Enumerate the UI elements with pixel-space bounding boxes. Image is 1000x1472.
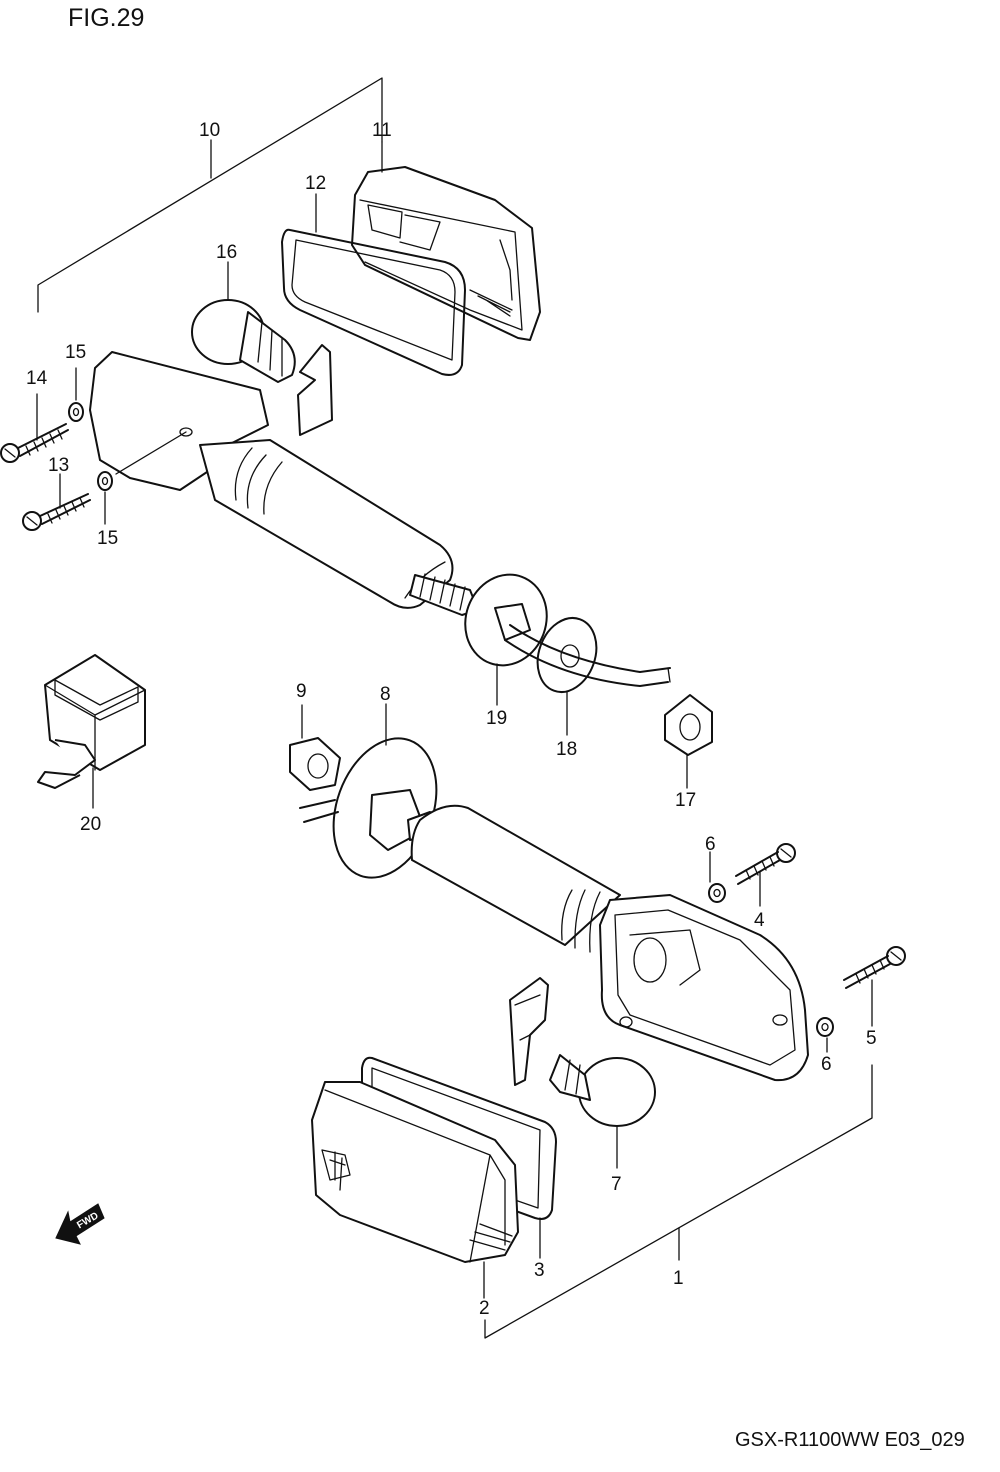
part-label: 15 bbox=[97, 528, 118, 549]
part-6-washer-a bbox=[708, 851, 726, 903]
part-label: 19 bbox=[486, 708, 507, 729]
cable-lower bbox=[299, 799, 339, 823]
part-15-washer-a bbox=[68, 367, 84, 422]
part-label: 1 bbox=[673, 1268, 684, 1289]
part-label: 8 bbox=[380, 684, 391, 705]
part-16-bulb bbox=[191, 261, 296, 383]
figure-footer: GSX-R1100WW E03_029 bbox=[735, 1429, 965, 1451]
part-4-screw bbox=[735, 843, 796, 907]
turn-signal-housing-upper bbox=[89, 351, 454, 609]
part-label: 5 bbox=[866, 1028, 877, 1049]
part-12-gasket bbox=[281, 193, 466, 376]
part-label: 7 bbox=[611, 1174, 622, 1195]
part-label: 11 bbox=[372, 120, 392, 141]
clip-bracket-upper bbox=[297, 344, 333, 436]
figure-title: FIG.29 bbox=[68, 4, 144, 32]
bracket-1 bbox=[484, 1064, 873, 1339]
part-label: 10 bbox=[199, 120, 220, 141]
part-9-nut bbox=[289, 704, 341, 791]
part-label: 6 bbox=[821, 1054, 832, 1075]
bracket-10 bbox=[37, 77, 383, 313]
part-8-grommet bbox=[332, 703, 438, 879]
part-17-nut bbox=[664, 694, 713, 789]
part-label: 18 bbox=[556, 739, 577, 760]
part-20-relay bbox=[37, 654, 146, 809]
part-labels: 1 2 3 4 5 6 6 7 8 9 10 11 12 13 14 15 15… bbox=[26, 120, 877, 1319]
cable-upper bbox=[504, 624, 671, 687]
part-14-screw bbox=[0, 393, 69, 463]
part-2-lens bbox=[311, 1081, 519, 1299]
turn-signal-housing-lower bbox=[407, 804, 809, 1082]
part-label: 9 bbox=[296, 681, 307, 702]
part-label: 3 bbox=[534, 1260, 545, 1281]
part-label: 12 bbox=[305, 173, 326, 194]
part-13-screw bbox=[22, 473, 91, 531]
part-11-lens bbox=[351, 141, 541, 341]
part-label: 14 bbox=[26, 368, 48, 389]
part-label: 16 bbox=[216, 242, 237, 263]
part-5-screw bbox=[843, 946, 906, 1027]
part-label: 2 bbox=[479, 1298, 490, 1319]
fwd-direction-icon: FWD bbox=[55, 1203, 105, 1245]
part-label: 20 bbox=[80, 814, 101, 835]
part-15-washer-b bbox=[97, 471, 113, 525]
part-label: 13 bbox=[48, 455, 69, 476]
clip-bracket-lower bbox=[509, 977, 549, 1086]
part-19-washer bbox=[464, 573, 548, 706]
part-6-washer-b bbox=[816, 1017, 834, 1053]
part-label: 15 bbox=[65, 342, 86, 363]
part-label: 6 bbox=[705, 834, 716, 855]
part-label: 17 bbox=[675, 790, 696, 811]
part-label: 4 bbox=[754, 910, 765, 931]
part-7-bulb bbox=[549, 1054, 656, 1169]
